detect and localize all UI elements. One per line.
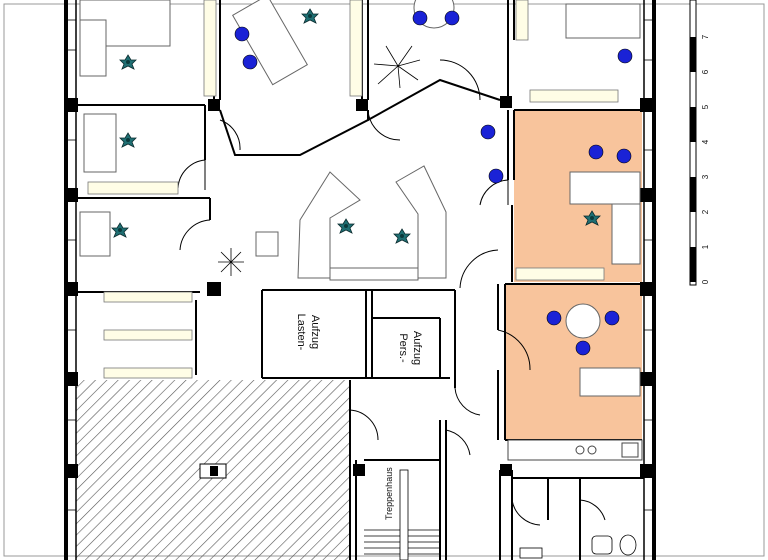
passenger-elevator-line1: Pers.- — [397, 333, 409, 363]
restroom-fixtures — [519, 534, 637, 559]
scale-tick-label: 4 — [701, 139, 710, 144]
stairwell-label: Treppenhaus — [384, 467, 394, 520]
scale-tick-label: 2 — [701, 209, 710, 214]
star-plant — [373, 45, 421, 89]
page-frame — [3, 3, 765, 557]
passenger-elevator-label: Pers.- Aufzug — [397, 331, 423, 365]
chairs — [234, 10, 633, 356]
stair-symbol-left — [218, 248, 244, 276]
scale-segment — [690, 107, 696, 142]
scale-segment — [690, 37, 696, 72]
scale-tick-label: 5 — [701, 104, 710, 109]
scale-tick-label: 6 — [701, 69, 710, 74]
scale-bar: 0 1 2 3 4 5 6 7 — [689, 0, 710, 286]
windows — [66, 19, 654, 511]
scale-tick-label: 0 — [701, 279, 710, 284]
round-table-meeting — [565, 303, 601, 339]
freight-elevator-line1: Lasten- — [295, 314, 307, 351]
scale-segment — [690, 177, 696, 212]
scale-tick-label: 3 — [701, 174, 710, 179]
freight-elevator-label: Lasten- Aufzug — [295, 314, 321, 351]
freight-elevator-line2: Aufzug — [309, 315, 321, 349]
kitchen-counter — [507, 439, 643, 461]
scale-segment — [690, 247, 696, 282]
columns — [64, 96, 654, 478]
desks — [79, 0, 641, 397]
stair-steps — [364, 469, 440, 560]
doors — [177, 59, 606, 526]
shelves — [87, 0, 619, 379]
scale-tick-label: 1 — [701, 244, 710, 249]
hatched-area-fixture-inner — [210, 466, 218, 476]
scale-tick-label: 7 — [701, 34, 710, 39]
passenger-elevator-line2: Aufzug — [411, 331, 423, 365]
